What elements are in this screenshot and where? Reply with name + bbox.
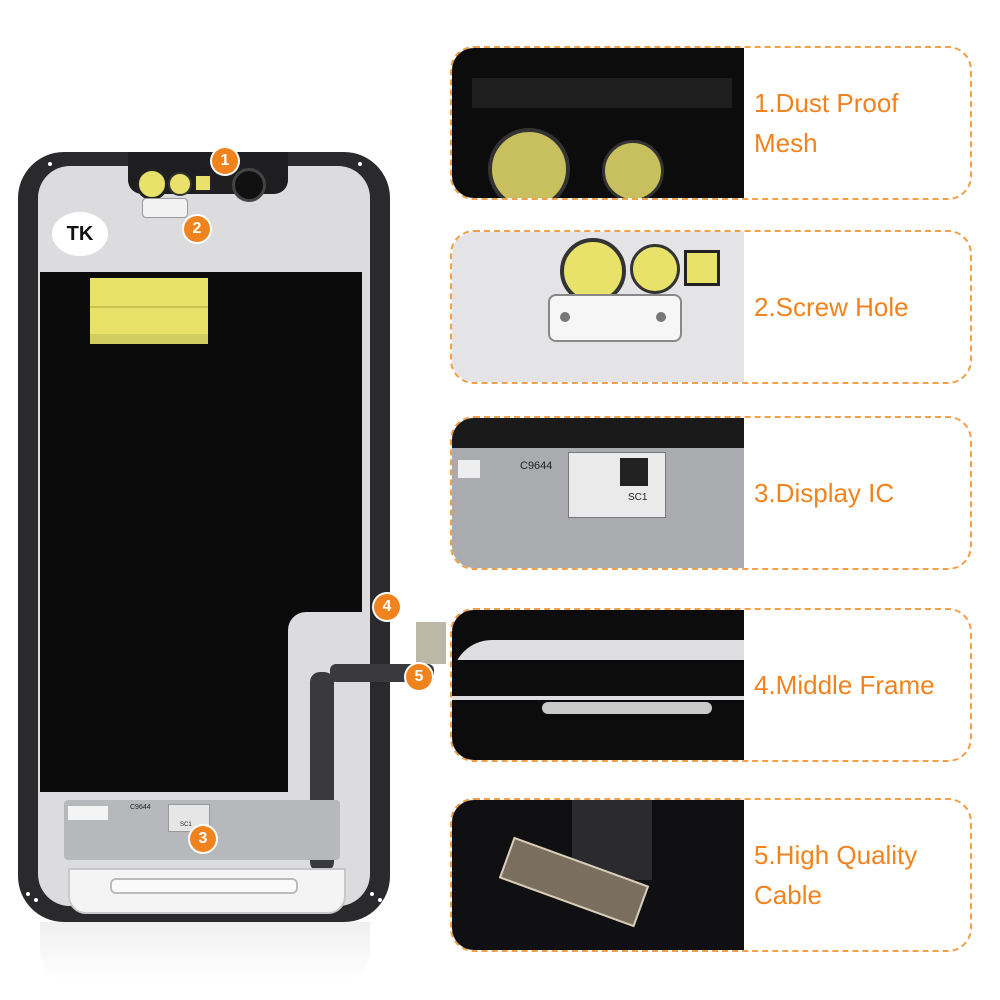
flex-connector — [416, 622, 446, 664]
ic-top-edge — [452, 418, 744, 448]
qr-label-left — [68, 806, 108, 820]
feature-card-dust-mesh: 1.Dust Proof Mesh — [450, 46, 972, 200]
frame-dots — [18, 152, 390, 922]
feature-label: 3.Display IC — [754, 478, 895, 508]
bottom-slot — [110, 878, 298, 894]
display-ic-closeup-icon: C9644 SC1 — [452, 418, 744, 568]
sensor-pad — [194, 174, 212, 192]
feature-card-screw-hole: 2.Screw Hole — [450, 230, 972, 384]
tape-seam — [90, 306, 208, 308]
black-sheet-lower — [40, 612, 288, 792]
marker-2: 2 — [184, 216, 210, 242]
feature-label: 1.Dust Proof Mesh — [754, 88, 899, 158]
mesh-sensor-2 — [602, 140, 664, 198]
feature-label: 2.Screw Hole — [754, 292, 909, 322]
front-sensor-small — [168, 172, 192, 196]
ic-qr-left — [458, 460, 480, 478]
cable-connector-closeup-icon — [452, 800, 744, 950]
mesh-strip — [472, 78, 732, 108]
dust-mesh-closeup-icon — [452, 48, 744, 198]
phone-screen-back: TK C9644 SC1 1 2 3 4 5 — [18, 148, 446, 922]
feature-card-cable: 5.High Quality Cable — [450, 798, 972, 952]
marker-4: 4 — [374, 594, 400, 620]
mesh-sensor-1 — [488, 128, 570, 198]
board-text: C9644 — [130, 804, 151, 811]
marker-5: 5 — [406, 664, 432, 690]
brand-sticker: TK — [52, 212, 108, 256]
phone-reflection — [40, 922, 370, 982]
ic-chip — [568, 452, 666, 518]
ic-text-2: SC1 — [628, 492, 648, 503]
ic-qr — [620, 458, 648, 486]
feature-card-display-ic: C9644 SC1 3.Display IC — [450, 416, 972, 570]
middle-frame-closeup-icon — [452, 610, 744, 760]
marker-1: 1 — [212, 148, 238, 174]
speaker-bracket — [142, 198, 188, 218]
chip-text: SC1 — [180, 822, 192, 828]
camera-hole — [232, 168, 266, 202]
yellow-tape-2 — [90, 328, 208, 344]
ic-text-1: C9644 — [520, 460, 553, 472]
screw-pad — [684, 250, 720, 286]
screw-hole-closeup-icon — [452, 232, 744, 382]
frame-slot — [542, 702, 712, 714]
feature-label: 4.Middle Frame — [754, 670, 935, 700]
screw-sensor-2 — [630, 244, 680, 294]
frame-black — [452, 660, 744, 696]
feature-card-middle-frame: 4.Middle Frame — [450, 608, 972, 762]
marker-3: 3 — [190, 826, 216, 852]
screw-hole-right — [656, 312, 666, 322]
screw-hole-left — [560, 312, 570, 322]
feature-label: 5.High Quality Cable — [754, 840, 918, 910]
